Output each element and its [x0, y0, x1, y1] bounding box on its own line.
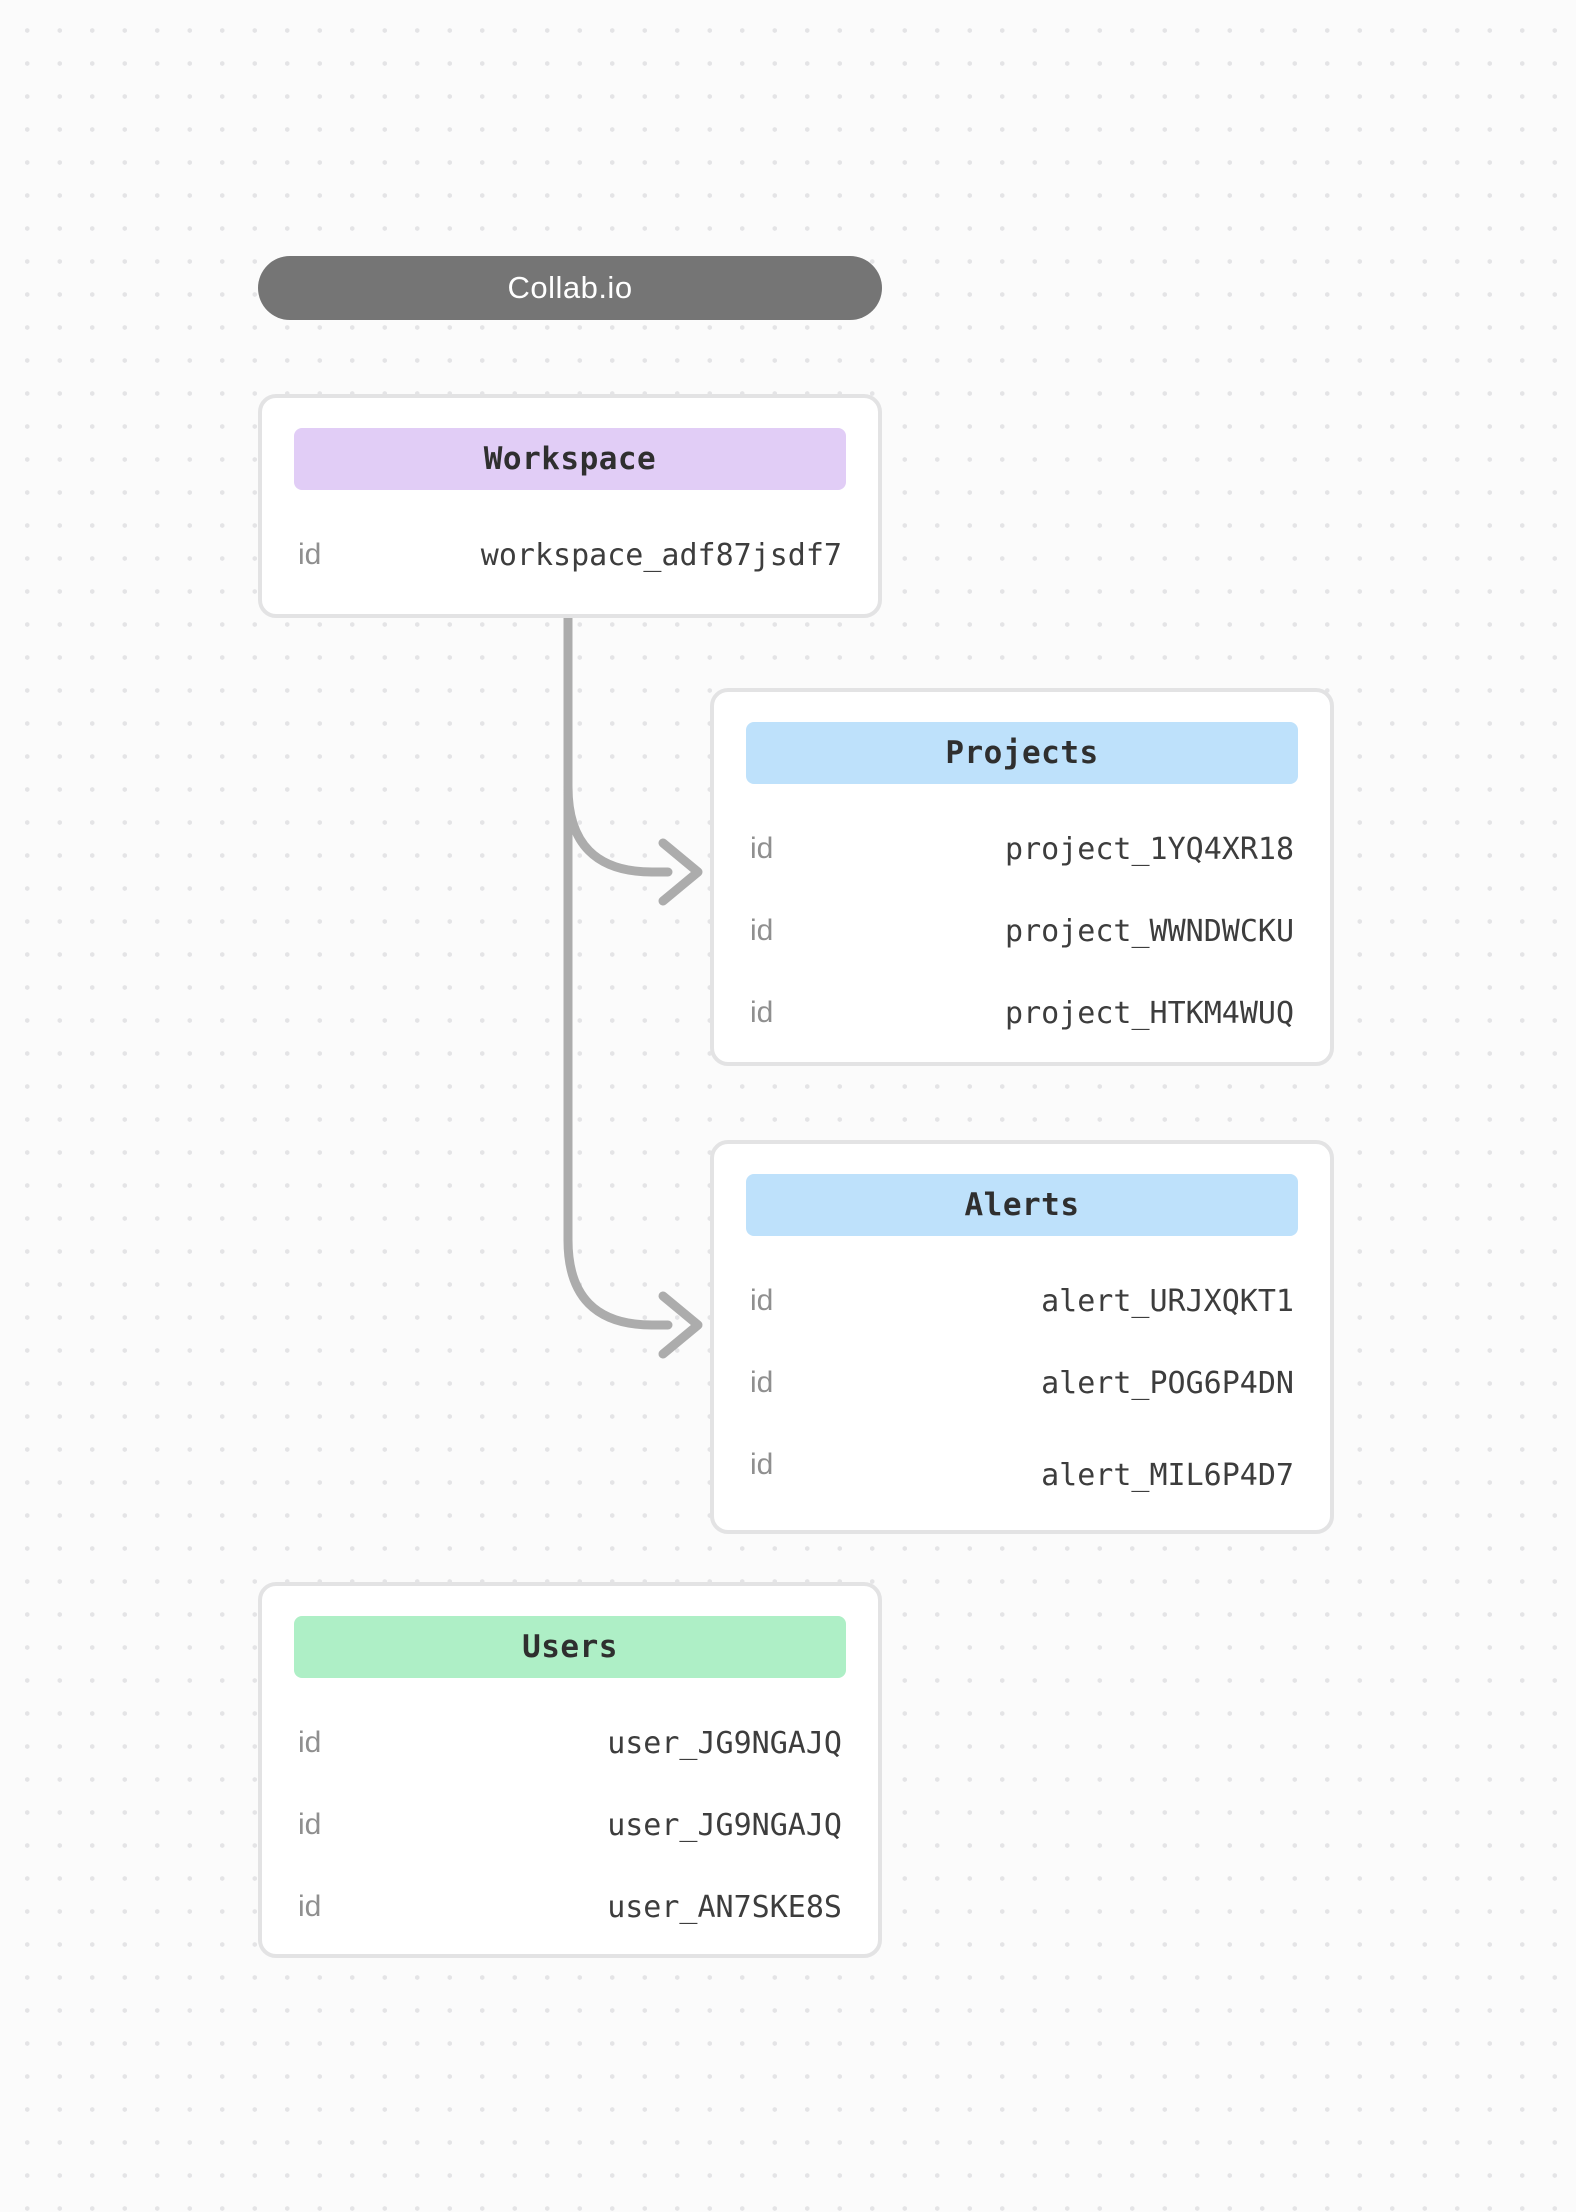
field-label: id: [750, 1366, 774, 1399]
field-label: id: [298, 538, 322, 571]
arrowhead-projects-icon: [658, 838, 703, 906]
field-row: id project_HTKM4WUQ: [714, 972, 1330, 1054]
entity-title: Alerts: [964, 1187, 1080, 1223]
field-value: project_1YQ4XR18: [1005, 831, 1294, 867]
field-row: id alert_URJXQKT1: [714, 1260, 1330, 1342]
entity-header-alerts: Alerts: [746, 1174, 1298, 1236]
field-row: id user_AN7SKE8S: [262, 1866, 878, 1948]
field-value: project_WWNDWCKU: [1005, 913, 1294, 949]
field-value: user_AN7SKE8S: [607, 1889, 842, 1925]
entity-card-alerts: Alerts id alert_URJXQKT1 id alert_POG6P4…: [710, 1140, 1334, 1534]
field-rows: id alert_URJXQKT1 id alert_POG6P4DN id a…: [714, 1260, 1330, 1506]
field-label: id: [298, 1726, 322, 1759]
field-value: user_JG9NGAJQ: [607, 1807, 842, 1843]
field-value: user_JG9NGAJQ: [607, 1725, 842, 1761]
field-label: id: [750, 1284, 774, 1317]
field-value: project_HTKM4WUQ: [1005, 995, 1294, 1031]
entity-title: Workspace: [483, 441, 657, 477]
field-row: id alert_MIL6P4D7: [714, 1424, 1330, 1506]
field-value: alert_POG6P4DN: [1041, 1365, 1294, 1401]
app-title-pill: Collab.io: [258, 256, 882, 320]
field-label: id: [750, 1448, 774, 1481]
field-rows: id user_JG9NGAJQ id user_JG9NGAJQ id use…: [262, 1702, 878, 1948]
field-label: id: [750, 832, 774, 865]
entity-card-users: Users id user_JG9NGAJQ id user_JG9NGAJQ …: [258, 1582, 882, 1958]
field-row: id project_WWNDWCKU: [714, 890, 1330, 972]
edge-workspace-to-projects: [563, 782, 673, 877]
field-label: id: [750, 996, 774, 1029]
field-label: id: [298, 1808, 322, 1841]
app-title: Collab.io: [507, 270, 633, 305]
edge-workspace-to-alerts: [563, 613, 673, 1330]
field-row: id alert_POG6P4DN: [714, 1342, 1330, 1424]
field-value: workspace_adf87jsdf7: [480, 537, 842, 573]
field-value: alert_MIL6P4D7: [1041, 1457, 1294, 1493]
arrowhead-alerts-icon: [658, 1291, 703, 1359]
entity-header-workspace: Workspace: [294, 428, 846, 490]
entity-title: Users: [522, 1629, 618, 1665]
entity-card-projects: Projects id project_1YQ4XR18 id project_…: [710, 688, 1334, 1066]
field-value: alert_URJXQKT1: [1041, 1283, 1294, 1319]
field-rows: id workspace_adf87jsdf7: [262, 514, 878, 596]
field-row: id user_JG9NGAJQ: [262, 1784, 878, 1866]
entity-header-projects: Projects: [746, 722, 1298, 784]
field-rows: id project_1YQ4XR18 id project_WWNDWCKU …: [714, 808, 1330, 1054]
field-row: id user_JG9NGAJQ: [262, 1702, 878, 1784]
field-row: id project_1YQ4XR18: [714, 808, 1330, 890]
entity-title: Projects: [945, 735, 1099, 771]
field-row: id workspace_adf87jsdf7: [262, 514, 878, 596]
entity-card-workspace: Workspace id workspace_adf87jsdf7: [258, 394, 882, 618]
field-label: id: [750, 914, 774, 947]
entity-header-users: Users: [294, 1616, 846, 1678]
field-label: id: [298, 1890, 322, 1923]
